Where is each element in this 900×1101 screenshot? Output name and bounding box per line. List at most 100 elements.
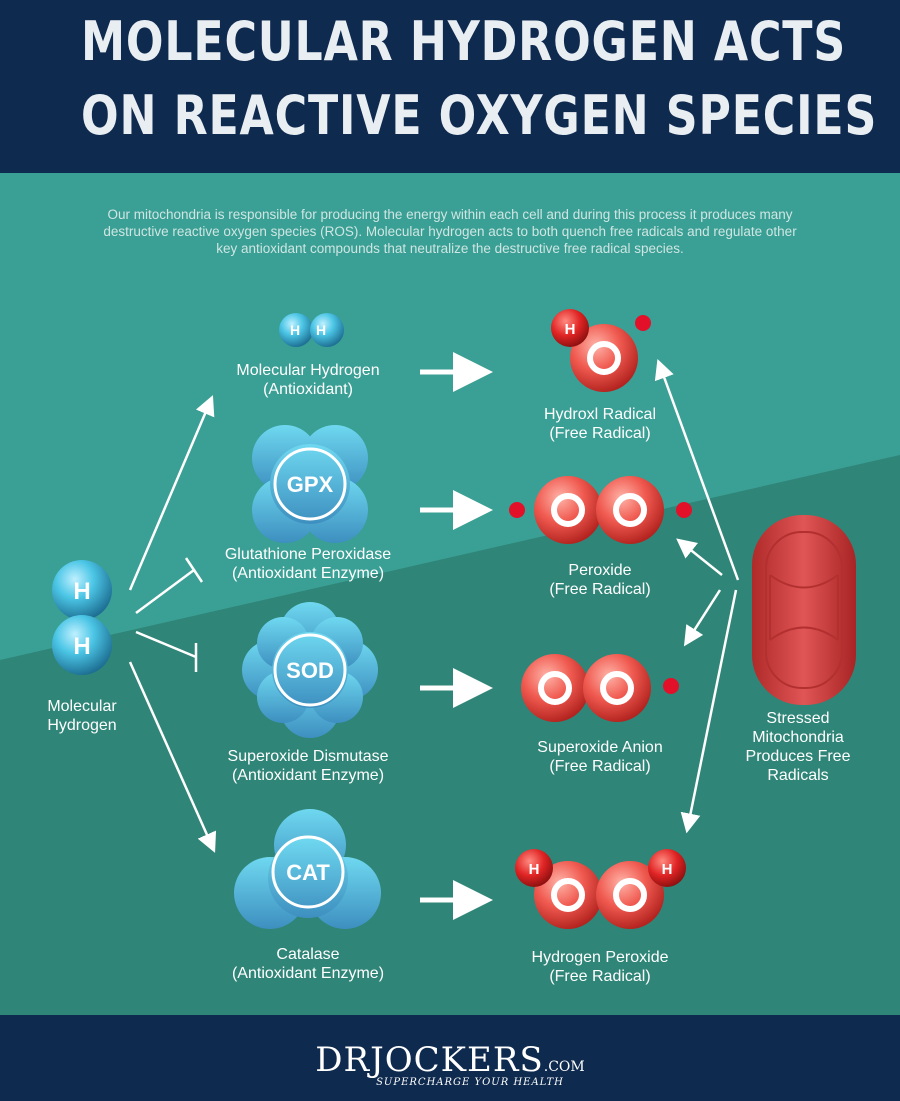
hydrogen-peroxide-h-left-letter: H — [529, 861, 540, 878]
molecular-hydrogen-label: Molecular Hydrogen — [40, 697, 124, 735]
oxygen-symbol — [613, 493, 647, 527]
cat-ring — [271, 835, 345, 909]
oxygen-symbol — [551, 493, 585, 527]
logo-wordmark: DRJOCKERS — [315, 1040, 544, 1080]
h-atom-bottom — [52, 615, 112, 675]
antioxidant-label-gpx: Glutathione Peroxidase (Antioxidant Enzy… — [198, 545, 418, 583]
oxygen-atom — [596, 861, 664, 929]
hydroxyl-h-letter: H — [565, 321, 576, 338]
label-line: Stressed — [766, 710, 830, 727]
cat-core — [268, 838, 348, 918]
inhibit-gpx-line — [135, 568, 195, 615]
header-bar — [0, 0, 900, 173]
hydrogen-atom — [648, 849, 686, 887]
label-line: Catalase — [276, 946, 340, 963]
mitochondria-shape — [752, 515, 856, 705]
oxygen-atom — [521, 654, 589, 722]
intro-line-3: key antioxidant compounds that neutraliz… — [216, 241, 684, 256]
intro-line-1: Our mitochondria is responsible for prod… — [107, 207, 793, 222]
unpaired-electron-dot — [663, 678, 679, 694]
hydrogen-peroxide-h-right-letter: H — [662, 861, 673, 878]
label-line: Superoxide Anion — [537, 739, 663, 756]
hydrogen-peroxide-molecule — [515, 849, 686, 929]
sod-core — [272, 632, 348, 708]
hydroxyl-radical-molecule — [551, 309, 651, 392]
small-h-atom-left — [279, 313, 313, 347]
page-title-line-1: MOLECULAR HYDROGEN ACTS — [81, 10, 847, 73]
label-line: Mitochondria — [752, 729, 844, 746]
small-h-atom-right — [310, 313, 344, 347]
arrow-to-catalase — [128, 661, 217, 853]
label-line: Hydroxl Radical — [543, 406, 657, 423]
radical-label-hydroxyl: Hydroxl Radical (Free Radical) — [500, 405, 700, 443]
antioxidant-label-sod: Superoxide Dismutase (Antioxidant Enzyme… — [198, 747, 418, 785]
intro-text: Our mitochondria is responsible for prod… — [40, 206, 860, 257]
oxygen-symbol — [538, 671, 572, 705]
footer-bar — [0, 1015, 900, 1101]
oxygen-symbol — [613, 878, 647, 912]
oxygen-atom — [570, 324, 638, 392]
radical-label-superoxide: Superoxide Anion (Free Radical) — [500, 738, 700, 776]
gpx-core — [270, 444, 350, 524]
label-line: Radicals — [767, 767, 829, 784]
unpaired-electron-dot — [509, 502, 525, 518]
left-h-bottom-letter: H — [73, 633, 90, 660]
antioxidant-label-cat: Catalase (Antioxidant Enzyme) — [198, 945, 418, 983]
label-line: (Antioxidant) — [263, 381, 353, 398]
badge-cat: CAT — [286, 860, 330, 885]
oxygen-atom — [583, 654, 651, 722]
label-line: (Antioxidant Enzyme) — [231, 965, 385, 982]
sod-enzyme-shape — [242, 602, 378, 738]
molecular-hydrogen-small — [279, 313, 344, 347]
page-title-line-2: ON REACTIVE OXYGEN SPECIES — [81, 84, 878, 147]
label-line: Produces Free — [745, 748, 851, 765]
logo-suffix: .COM — [543, 1059, 585, 1075]
unpaired-electron-dot — [676, 502, 692, 518]
label-line: Hydrogen Peroxide — [531, 949, 669, 966]
oxygen-atom — [596, 476, 664, 544]
oxygen-atom — [534, 476, 602, 544]
badge-sod: SOD — [286, 658, 334, 683]
gpx-ring — [273, 447, 347, 521]
label-line: (Free Radical) — [549, 425, 651, 442]
badge-molecular-hydrogen: H H — [290, 322, 332, 338]
mitochondria-inner-membrane — [765, 531, 843, 689]
mitochondria-label: Stressed Mitochondria Produces Free Radi… — [730, 709, 866, 785]
radical-label-hydrogen-peroxide: Hydrogen Peroxide (Free Radical) — [500, 948, 700, 986]
label-line: Glutathione Peroxidase — [224, 546, 392, 563]
oxygen-symbol — [551, 878, 585, 912]
label-line: (Antioxidant Enzyme) — [231, 767, 385, 784]
label-line: Peroxide — [568, 562, 632, 579]
logo-tagline: SUPERCHARGE YOUR HEALTH — [376, 1077, 564, 1088]
intro-line-2: destructive reactive oxygen species (ROS… — [103, 224, 797, 239]
hydrogen-atom — [515, 849, 553, 887]
label-line: (Free Radical) — [549, 968, 651, 985]
label-line: (Free Radical) — [549, 581, 651, 598]
left-h-top-letter: H — [73, 578, 90, 605]
label-line: (Free Radical) — [549, 758, 651, 775]
radical-label-peroxide: Peroxide (Free Radical) — [500, 561, 700, 599]
h-atom-top — [52, 560, 112, 620]
mitochondria-body — [752, 515, 856, 705]
oxygen-atom — [534, 861, 602, 929]
antioxidant-label-molecular-hydrogen: Molecular Hydrogen (Antioxidant) — [198, 361, 418, 399]
peroxide-molecule — [509, 476, 692, 544]
label-line: (Antioxidant Enzyme) — [231, 565, 385, 582]
arrow-mito-to-hydrogen-peroxide — [680, 589, 738, 834]
badge-gpx: GPX — [287, 472, 334, 497]
oxygen-symbol — [600, 671, 634, 705]
superoxide-molecule — [521, 654, 679, 722]
label-line: Hydrogen — [47, 717, 117, 734]
hydrogen-atom — [551, 309, 589, 347]
inhibit-sod-line — [135, 630, 197, 659]
unpaired-electron-dot — [635, 315, 651, 331]
cat-enzyme-shape — [234, 809, 381, 929]
label-line: Superoxide Dismutase — [227, 748, 389, 765]
arrow-mito-to-hydroxyl — [654, 358, 740, 581]
label-line: Molecular Hydrogen — [236, 362, 380, 379]
oxygen-symbol — [587, 341, 621, 375]
arrow-to-molecular-hydrogen — [128, 395, 215, 591]
left-hydrogen-molecule — [52, 560, 112, 675]
sod-ring — [273, 633, 347, 707]
